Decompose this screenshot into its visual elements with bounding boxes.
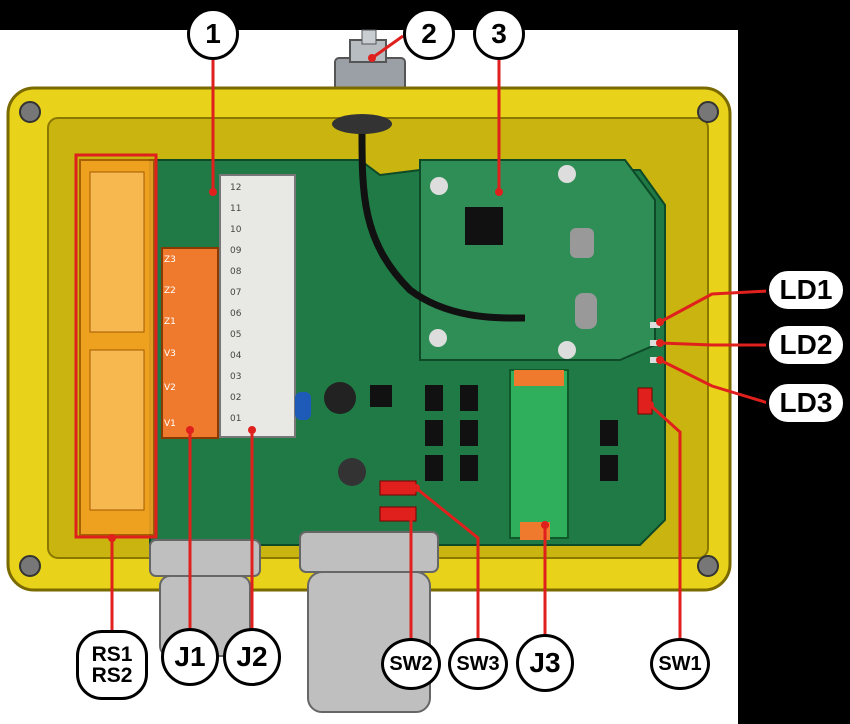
callout-2: 2 [403, 8, 455, 60]
j2-pin-label: 02 [230, 393, 241, 403]
j1-pin-labels: Z3 Z2 Z1 V3 V2 V1 [164, 255, 176, 429]
leds [650, 322, 660, 363]
coax-cable [358, 121, 526, 322]
j2-pin-label: 11 [230, 204, 241, 214]
callout-3: 3 [473, 8, 525, 60]
j1-pin-label: V3 [164, 349, 176, 359]
j2-pin-label: 09 [230, 246, 242, 256]
callout-rs1-rs2: RS1 RS2 [76, 630, 148, 700]
j2-pin-label: 07 [230, 288, 241, 298]
j2-pin-label: 06 [230, 309, 242, 319]
standoff [558, 341, 576, 359]
sw1-dip-switch [637, 387, 653, 415]
microcontroller-chip [465, 207, 503, 245]
electrolytic-capacitor [338, 458, 366, 486]
callout-j2: J2 [223, 628, 281, 686]
j1-pin-label: V1 [164, 419, 176, 429]
j2-pin-label: 04 [230, 351, 242, 361]
j1-terminal-block [161, 247, 219, 439]
callout-sw2: SW2 [381, 638, 441, 690]
component [370, 385, 392, 407]
callout-rs1-label: RS1 [91, 643, 133, 666]
ic-row [425, 385, 618, 481]
sw2-dip-switch [379, 506, 417, 522]
j1-pin-label: Z2 [164, 286, 176, 296]
j3-release-tab [514, 370, 564, 386]
standoff [429, 329, 447, 347]
callout-rs2-label: RS2 [91, 664, 133, 687]
standoff [430, 177, 448, 195]
j2-pin-label: 12 [230, 183, 241, 193]
callout-ld3: LD3 [766, 381, 846, 425]
callout-lines [110, 34, 769, 640]
capacitor [295, 392, 311, 420]
j2-pin-label: 10 [230, 225, 242, 235]
callout-j3: J3 [516, 634, 574, 692]
j1-pin-label: V2 [164, 383, 176, 393]
corner-screws [19, 101, 719, 577]
callout-ld1: LD1 [766, 268, 846, 312]
crystal [570, 228, 594, 258]
callout-dots [108, 54, 664, 542]
callout-ld2: LD2 [766, 323, 846, 367]
j2-pin-label: 01 [230, 414, 241, 424]
j2-pin-label: 08 [230, 267, 242, 277]
callout-sw3: SW3 [448, 638, 508, 690]
callout-j1: J1 [161, 628, 219, 686]
callout-sw1: SW1 [650, 638, 710, 690]
j1-pin-label: Z3 [164, 255, 176, 265]
j2-pin-label: 03 [230, 372, 241, 382]
daughter-board [419, 159, 656, 361]
standoff [558, 165, 576, 183]
j2-pin-labels: 12 11 10 09 08 07 06 05 04 03 02 01 [230, 183, 242, 424]
j3-terminal-block [509, 369, 569, 539]
sw3-dip-switch [379, 480, 417, 496]
j2-pin-label: 05 [230, 330, 241, 340]
crystal-2 [575, 293, 597, 329]
j2-terminal-block [219, 174, 296, 438]
inductor [324, 382, 356, 414]
fuse-holders [74, 153, 158, 539]
cable-gland-top [332, 114, 392, 134]
callout-1: 1 [187, 8, 239, 60]
j1-pin-label: Z1 [164, 317, 176, 327]
